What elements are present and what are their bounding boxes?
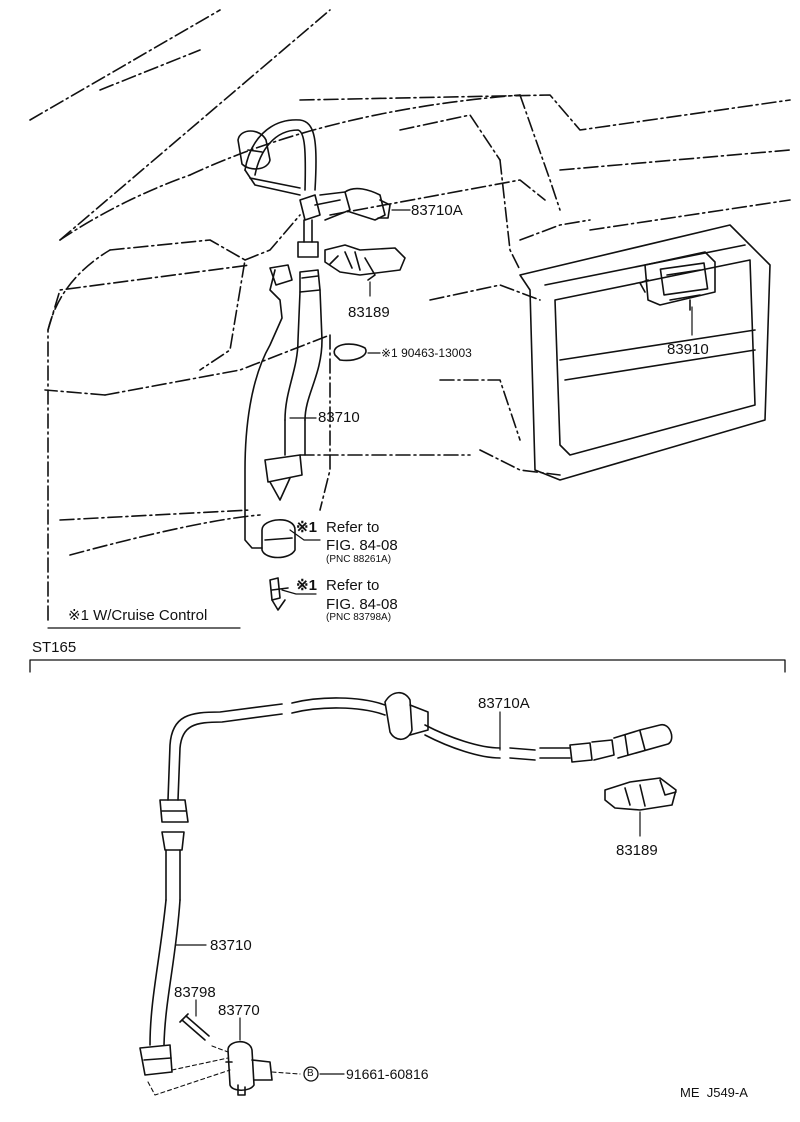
dashboard-outline — [29, 9, 791, 621]
label-clip-90463: ※1 90463-13003 — [381, 346, 472, 360]
page-code: ME J549-A — [680, 1085, 748, 1100]
ref2-pnc: (PNC 83798A) — [326, 612, 392, 623]
label-83189-lower: 83189 — [616, 842, 658, 859]
ref1-pnc: (PNC 88261A) — [326, 554, 392, 565]
label-83710-upper: 83710 — [318, 409, 360, 426]
bolt-mark-b: B — [307, 1068, 314, 1079]
ref2-fig: FIG. 84-08 — [326, 596, 398, 613]
ref1-mark: ※1 — [296, 519, 317, 536]
label-91661-60816: 91661-60816 — [346, 1066, 429, 1082]
label-83910: 83910 — [667, 341, 709, 358]
lower-speedometer-cable — [139, 691, 677, 1096]
clock-83910-drawing — [639, 251, 716, 311]
section-bracket — [29, 659, 786, 673]
label-83189-upper: 83189 — [348, 304, 390, 321]
ref1-fig: FIG. 84-08 — [326, 537, 398, 554]
lower-leader-lines — [175, 711, 641, 1075]
upper-speedometer-cable — [237, 119, 406, 611]
ref1-text: Refer to — [326, 519, 380, 536]
ref2-text: Refer to — [326, 577, 380, 594]
label-83770: 83770 — [218, 1002, 260, 1019]
ref2-mark: ※1 — [296, 577, 317, 594]
glove-box — [519, 224, 771, 481]
upper-leader-lines — [47, 209, 693, 629]
section-label-st165: ST165 — [32, 639, 77, 656]
label-83710A-lower: 83710A — [478, 695, 530, 712]
label-83798: 83798 — [174, 984, 216, 1001]
label-83710A-upper: 83710A — [411, 202, 463, 219]
footnote-cruise-control: ※1 W/Cruise Control — [68, 607, 208, 624]
label-83710-lower: 83710 — [210, 937, 252, 954]
